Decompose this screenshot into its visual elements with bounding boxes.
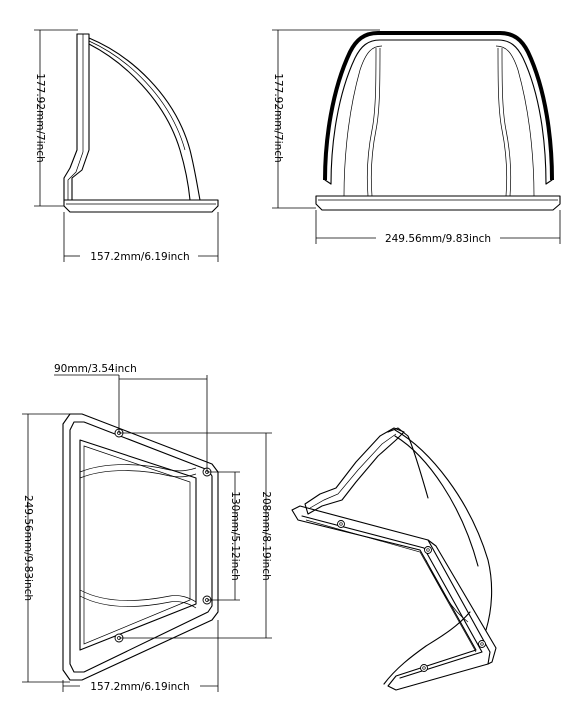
front-height-dimension: 177.92mm/7inch [272, 29, 380, 209]
side-view [63, 33, 219, 213]
side-depth-dimension: 157.2mm/6.19inch [63, 212, 219, 263]
inner-hole-spacing-dimension: 130mm/5.12inch [207, 471, 241, 601]
base-length-label: 249.56mm/9.83inch [22, 495, 34, 601]
hole-spacing-label: 90mm/3.54inch [54, 363, 137, 375]
base-depth-dimension: 157.2mm/6.19inch [62, 620, 219, 693]
outer-hole-spacing-label: 208mm/8.19inch [260, 491, 272, 580]
front-width-label: 249.56mm/9.83inch [385, 233, 491, 245]
side-height-dimension: 177.92mm/7inch [34, 29, 78, 207]
front-view [315, 31, 561, 211]
side-depth-label: 157.2mm/6.19inch [90, 251, 189, 263]
isometric-view [291, 427, 497, 691]
base-depth-label: 157.2mm/6.19inch [90, 681, 189, 693]
front-width-dimension: 249.56mm/9.83inch [315, 210, 561, 245]
bottom-view [62, 413, 219, 681]
outer-hole-spacing-dimension: 208mm/8.19inch [119, 432, 272, 639]
front-height-label: 177.92mm/7inch [272, 73, 284, 162]
inner-hole-spacing-label: 130mm/5.12inch [229, 491, 241, 580]
hole-spacing-dimension: 90mm/3.54inch [54, 363, 208, 472]
side-height-label: 177.92mm/7inch [34, 73, 46, 162]
base-length-dimension: 249.56mm/9.83inch [22, 413, 70, 683]
